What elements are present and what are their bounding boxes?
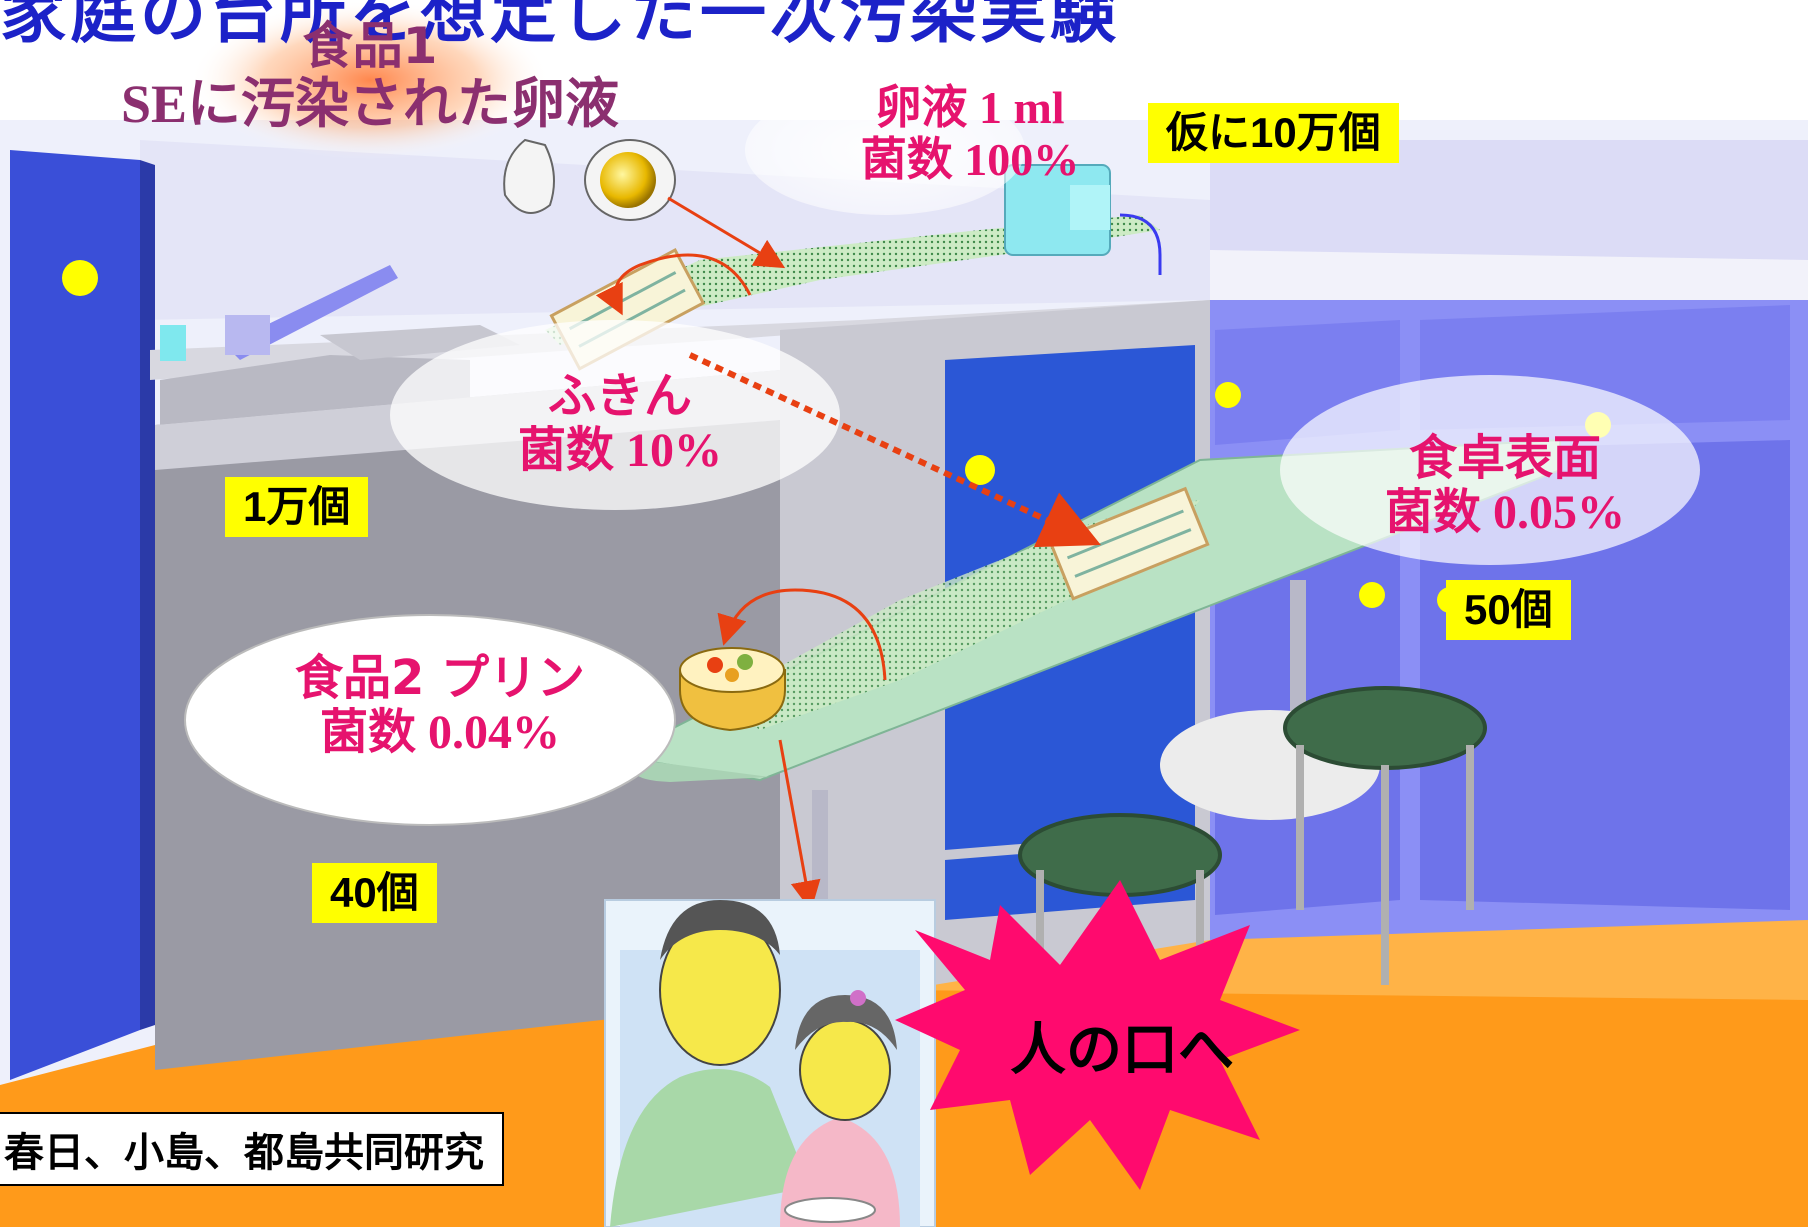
food1-line2: SEに汚染された卵液 bbox=[120, 74, 620, 134]
to-mouth-text: 人の口へ bbox=[1010, 1018, 1234, 1083]
egg-liquid-label: 卵液 1 ml 菌数 100% bbox=[820, 82, 1120, 185]
faucet-knob bbox=[160, 325, 186, 361]
arrow-curve-cloth bbox=[595, 253, 752, 316]
table-leg-1 bbox=[812, 790, 828, 910]
table-surface-line2: 菌数 0.05% bbox=[1384, 485, 1625, 539]
food2-bubble bbox=[184, 614, 676, 826]
table-front-edge bbox=[634, 760, 770, 782]
food2-line1: 食品2 プリン bbox=[294, 650, 586, 706]
cloth-line1: ふきん bbox=[547, 368, 692, 424]
cracked-egg-icon bbox=[503, 138, 676, 221]
arrow-pudding-to-mouth bbox=[778, 739, 821, 911]
to-mouth-burst bbox=[895, 880, 1300, 1190]
sink-tap-icon bbox=[1004, 164, 1162, 275]
table-count-box: 50個 bbox=[1446, 580, 1571, 641]
food2-count-box: 40個 bbox=[312, 863, 437, 924]
cloth-bubble bbox=[390, 320, 840, 510]
assumed-count-box: 仮に10万個 bbox=[1148, 103, 1399, 164]
right-counter bbox=[1210, 250, 1808, 300]
cloth-label: ふきん 菌数 10% bbox=[470, 368, 770, 478]
research-credit: 春日、小島、都島共同研究 bbox=[0, 1112, 504, 1186]
table-surface-label: 食卓表面 菌数 0.05% bbox=[1340, 430, 1670, 540]
arrow-curve-pudding bbox=[717, 588, 887, 681]
left-cabinet-side bbox=[140, 160, 155, 1030]
right-knob-3 bbox=[1359, 582, 1385, 608]
left-cabinet bbox=[10, 150, 140, 1080]
pudding-icon bbox=[679, 647, 786, 732]
arrow-cloth-to-table bbox=[688, 352, 1101, 548]
cloth-count-box: 1万個 bbox=[225, 477, 369, 538]
cloth-line2: 菌数 10% bbox=[517, 423, 722, 477]
egg-liquid-line1: 卵液 1 ml bbox=[875, 82, 1065, 133]
sink-basin-2 bbox=[320, 325, 520, 360]
stool-back bbox=[1160, 686, 1487, 985]
food1-label: 食品1 SEに汚染された卵液 bbox=[80, 18, 660, 134]
food1-glow bbox=[190, 0, 550, 160]
table-surface-line1: 食卓表面 bbox=[1408, 430, 1601, 486]
food2-line2: 菌数 0.04% bbox=[319, 705, 560, 759]
egg-liquid-bubble bbox=[745, 85, 1025, 215]
right-knob-1 bbox=[1215, 382, 1241, 408]
food1-line1: 食品1 bbox=[302, 17, 438, 75]
corner-knob bbox=[965, 455, 995, 485]
table-surface-bubble bbox=[1280, 375, 1700, 565]
food2-label: 食品2 プリン 菌数 0.04% bbox=[260, 650, 620, 760]
table-leg-2 bbox=[1290, 580, 1306, 730]
page-title: 家庭の台所を想定した一次汚染実験 bbox=[0, 0, 1120, 52]
dishcloth-table-icon bbox=[1048, 486, 1210, 601]
egg-liquid-line2: 菌数 100% bbox=[860, 133, 1080, 185]
faucet-base bbox=[225, 315, 270, 355]
arrow-egg-to-counter bbox=[667, 196, 786, 269]
cabinet-knob bbox=[62, 260, 98, 296]
family-eating-picture bbox=[604, 899, 936, 1227]
